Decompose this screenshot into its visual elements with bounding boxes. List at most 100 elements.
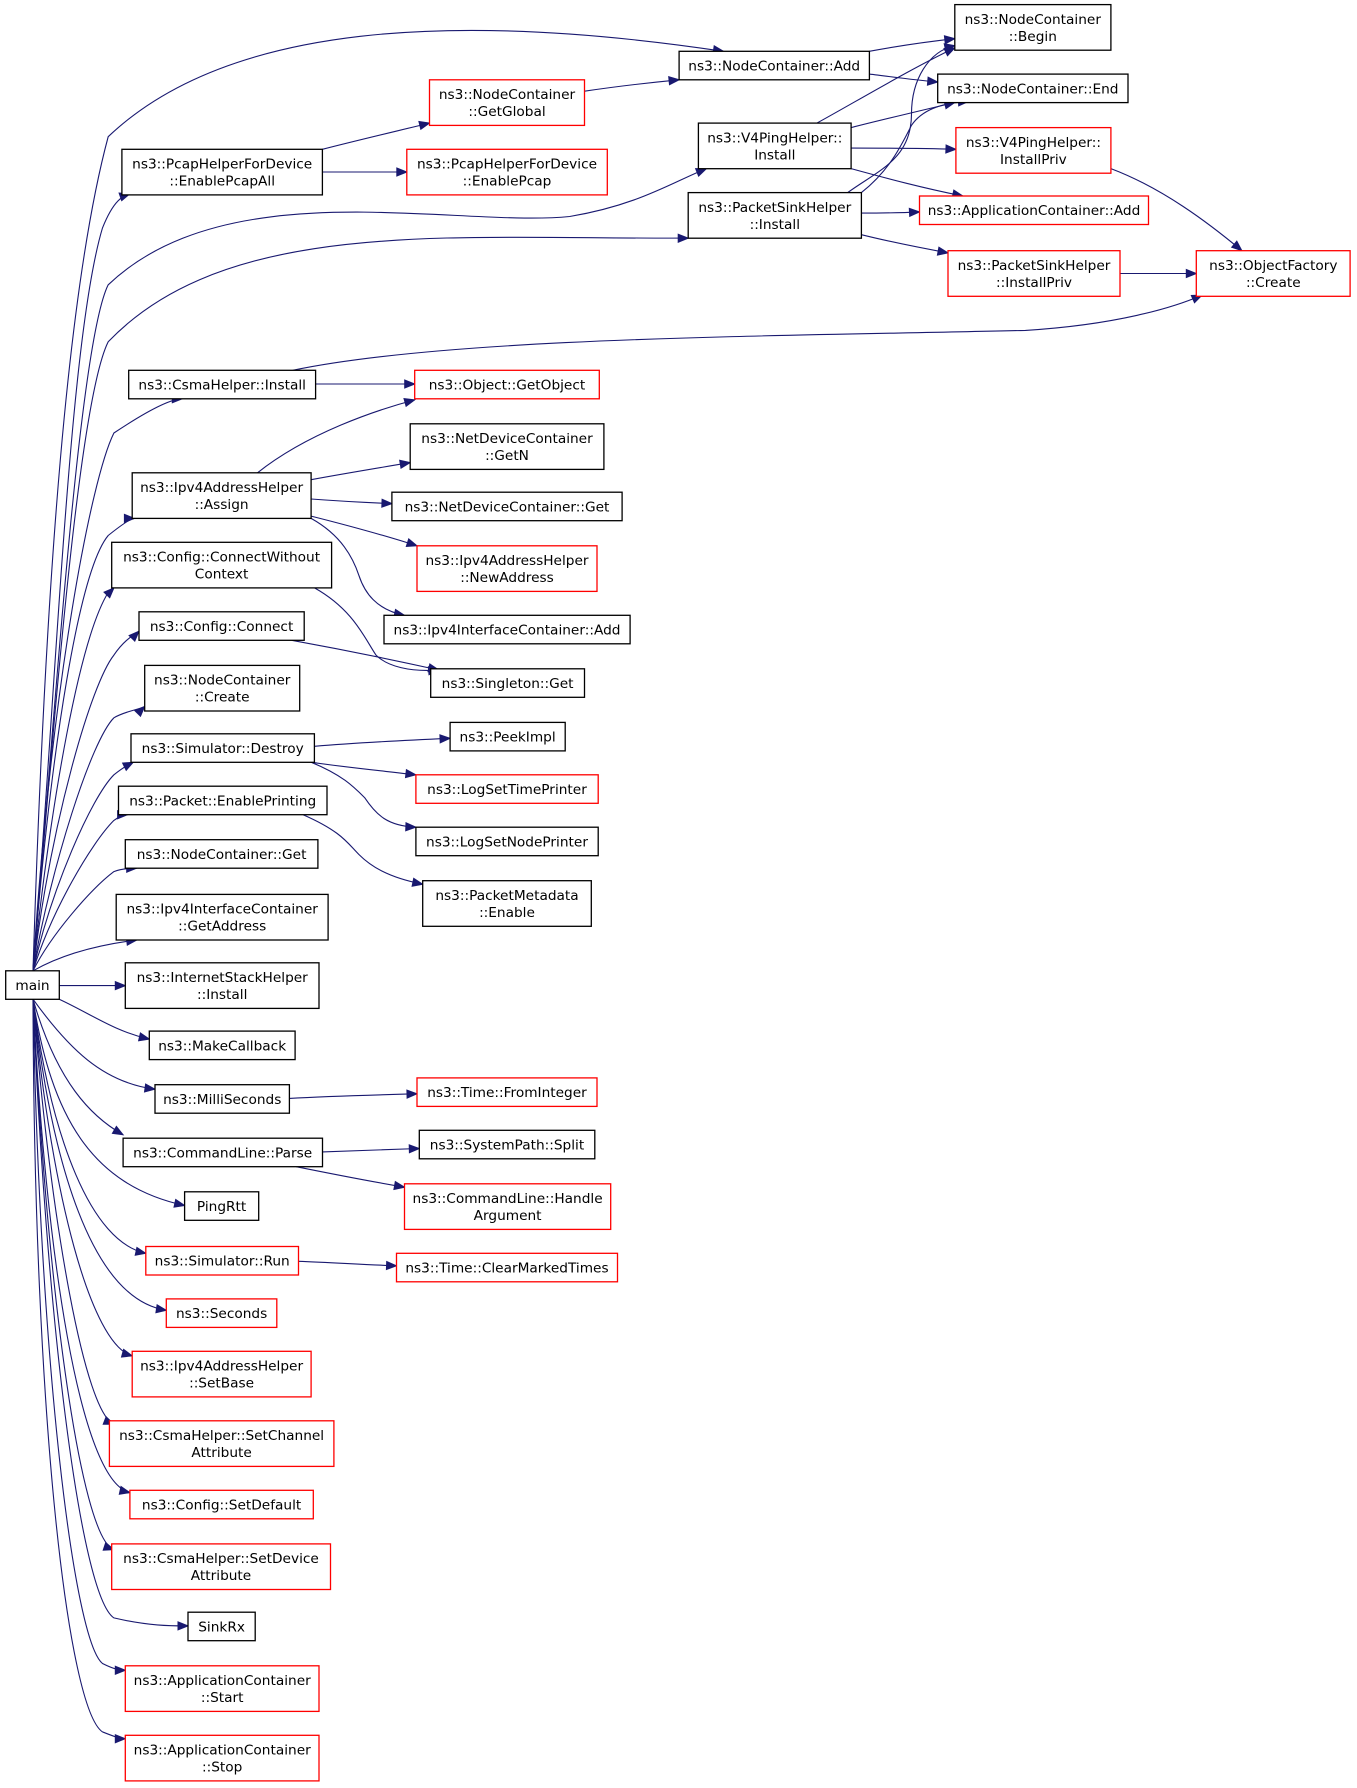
node-label: ::Install	[750, 217, 800, 233]
node-label: ns3::NodeContainer	[154, 673, 291, 689]
node-nc-begin[interactable]: ns3::NodeContainer::Begin	[954, 3, 1112, 51]
node-label: ns3::V4PingHelper::	[966, 135, 1101, 151]
node-packetmetadata-enable[interactable]: ns3::PacketMetadata::Enable	[422, 880, 592, 927]
node-label: ns3::PacketMetadata	[435, 888, 578, 904]
node-inetstack-install[interactable]: ns3::InternetStackHelper::Install	[124, 962, 320, 1010]
node-cmdline-parse[interactable]: ns3::CommandLine::Parse	[122, 1137, 324, 1168]
node-time-clearmarkedtimes[interactable]: ns3::Time::ClearMarkedTimes	[395, 1252, 619, 1283]
node-objfactory-create[interactable]: ns3::ObjectFactory::Create	[1195, 250, 1351, 297]
call-edge-main-to-sim-destroy	[32, 761, 135, 971]
call-edge-milliseconds-to-time-frominteger	[289, 1089, 419, 1099]
node-box	[124, 839, 319, 869]
node-seconds[interactable]: ns3::Seconds	[165, 1298, 278, 1329]
node-box	[947, 250, 1121, 297]
arrowhead-icon	[118, 1485, 132, 1495]
node-systempath-split[interactable]: ns3::SystemPath::Split	[418, 1129, 596, 1160]
node-label: ns3::NodeContainer::Get	[137, 847, 307, 863]
node-makecallback[interactable]: ns3::MakeCallback	[148, 1030, 296, 1061]
node-appcont-start[interactable]: ns3::ApplicationContainer::Start	[124, 1665, 320, 1713]
node-pingrtt[interactable]: PingRtt	[183, 1191, 260, 1221]
node-object-getobject[interactable]: ns3::Object::GetObject	[414, 369, 600, 400]
node-singleton-get[interactable]: ns3::Singleton::Get	[430, 668, 586, 698]
node-label: ns3::LogSetNodePrinter	[426, 834, 588, 850]
node-sinkrx[interactable]: SinkRx	[187, 1611, 256, 1642]
node-psink-installpriv[interactable]: ns3::PacketSinkHelper::InstallPriv	[947, 250, 1121, 297]
node-csma-install[interactable]: ns3::CsmaHelper::Install	[128, 369, 317, 400]
edge-line	[32, 236, 689, 971]
edge-line	[322, 1147, 420, 1153]
node-milliseconds[interactable]: ns3::MilliSeconds	[154, 1084, 291, 1114]
node-label: ns3::PcapHelperForDevice	[417, 157, 597, 173]
node-ipv4ic-add[interactable]: ns3::Ipv4InterfaceContainer::Add	[383, 614, 631, 645]
node-box	[430, 668, 586, 698]
node-ndc-get[interactable]: ns3::NetDeviceContainer::Get	[391, 491, 623, 522]
arrowhead-icon	[418, 120, 431, 131]
call-edge-psink-install-to-nc-begin	[847, 43, 957, 194]
node-ipv4addr-setbase[interactable]: ns3::Ipv4AddressHelper::SetBase	[131, 1350, 312, 1398]
node-box	[108, 1420, 335, 1468]
node-nc-end[interactable]: ns3::NodeContainer::End	[937, 73, 1129, 104]
node-appcont-add[interactable]: ns3::ApplicationContainer::Add	[918, 195, 1150, 226]
arrowhead-icon	[405, 822, 418, 832]
node-config-connect[interactable]: ns3::Config::Connect	[138, 611, 305, 641]
node-label: ns3::Simulator::Destroy	[142, 741, 304, 757]
node-psink-install[interactable]: ns3::PacketSinkHelper::Install	[687, 191, 863, 239]
node-logsettimeprinter[interactable]: ns3::LogSetTimePrinter	[415, 774, 599, 804]
node-packet-enableprinting[interactable]: ns3::Packet::EnablePrinting	[117, 785, 328, 816]
node-box	[416, 1077, 598, 1108]
edge-line	[32, 999, 189, 1627]
arrowhead-icon	[385, 1260, 398, 1271]
node-label: ns3::PacketSinkHelper	[958, 258, 1111, 274]
node-label: main	[15, 978, 49, 994]
node-v4ping-installpriv[interactable]: ns3::V4PingHelper::InstallPriv	[955, 126, 1112, 174]
edge-line	[322, 122, 430, 150]
call-edge-psink-installpriv-to-objfactory-create	[1120, 268, 1198, 279]
call-edge-sim-run-to-time-clearmarkedtimes	[298, 1260, 398, 1271]
edge-line	[584, 79, 680, 92]
node-pcap-enable[interactable]: ns3::PcapHelperForDevice::EnablePcap	[406, 148, 608, 196]
node-appcont-stop[interactable]: ns3::ApplicationContainer::Stop	[124, 1734, 320, 1782]
arrowhead-icon	[943, 43, 957, 53]
call-graph-edges	[32, 29, 1243, 1744]
node-main[interactable]: main	[5, 970, 60, 1000]
call-edge-nc-add-to-nc-end	[869, 73, 940, 86]
node-box	[130, 733, 316, 763]
node-box	[954, 3, 1112, 51]
edge-line	[257, 399, 415, 474]
node-box	[117, 785, 328, 816]
node-logsetnodeprinter[interactable]: ns3::LogSetNodePrinter	[415, 826, 599, 857]
call-edge-sim-destroy-to-logsettimeprinter	[311, 761, 418, 779]
node-nc-get[interactable]: ns3::NodeContainer::Get	[124, 839, 319, 869]
node-sim-destroy[interactable]: ns3::Simulator::Destroy	[130, 733, 316, 763]
node-v4ping-install[interactable]: ns3::V4PingHelper::Install	[697, 122, 852, 170]
node-ipv4addr-assign[interactable]: ns3::Ipv4AddressHelper::Assign	[131, 472, 312, 520]
node-ipv4addr-newaddress[interactable]: ns3::Ipv4AddressHelper::NewAddress	[416, 545, 598, 593]
node-label: ::InstallPriv	[996, 275, 1072, 291]
node-nc-add[interactable]: ns3::NodeContainer::Add	[678, 50, 871, 81]
node-nc-getglobal[interactable]: ns3::NodeContainer::GetGlobal	[428, 79, 586, 127]
node-ipv4ic-getaddress[interactable]: ns3::Ipv4InterfaceContainer::GetAddress	[115, 893, 329, 941]
node-label: ns3::Config::Connect	[150, 619, 294, 635]
edge-line	[292, 294, 1203, 371]
node-peekimpl[interactable]: ns3::PeekImpl	[449, 721, 566, 752]
node-nc-create[interactable]: ns3::NodeContainer::Create	[144, 664, 301, 712]
node-time-frominteger[interactable]: ns3::Time::FromInteger	[416, 1077, 598, 1108]
node-label: ns3::PeekImpl	[460, 730, 556, 746]
node-box	[918, 195, 1150, 226]
node-config-setdefault[interactable]: ns3::Config::SetDefault	[129, 1489, 314, 1520]
node-label: ns3::Ipv4InterfaceContainer::Add	[394, 623, 621, 639]
node-ndc-getn[interactable]: ns3::NetDeviceContainer::GetN	[409, 423, 605, 471]
edge-line	[311, 498, 392, 505]
node-label: ::Enable	[479, 905, 535, 921]
node-label: ns3::NodeContainer::End	[947, 81, 1118, 97]
node-box	[111, 1543, 332, 1591]
node-sim-run[interactable]: ns3::Simulator::Run	[145, 1245, 300, 1276]
arrowhead-icon	[943, 35, 957, 45]
arrowhead-icon	[945, 144, 958, 154]
node-pcap-enableall[interactable]: ns3::PcapHelperForDevice::EnablePcapAll	[121, 148, 324, 196]
node-box	[409, 423, 605, 471]
